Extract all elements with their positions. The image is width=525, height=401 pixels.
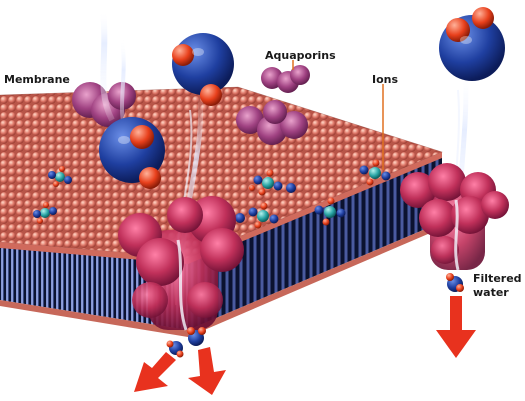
membrane-label: Membrane — [4, 73, 70, 86]
aquaporins-label: Aquaporins — [265, 49, 336, 62]
flow-arrow-right — [188, 347, 226, 395]
water-molecule-small — [187, 327, 206, 346]
aquaporin-front-left — [118, 196, 244, 331]
ion-clusters — [33, 159, 391, 229]
lipid-tails-side — [188, 152, 442, 330]
water-molecule-small — [446, 273, 464, 292]
aquaporin-mid-center — [236, 100, 308, 145]
ion-cluster — [235, 183, 296, 223]
ion-cluster — [33, 202, 57, 224]
ion-cluster — [359, 159, 391, 186]
ion-cluster — [48, 166, 72, 187]
lipid-heads-bottom — [0, 300, 188, 337]
aquaporin-front-right — [400, 163, 509, 271]
lipid-heads-bottom-side — [188, 222, 442, 337]
filtered-water-label-line2: water — [473, 286, 509, 299]
flow-arrow-filtered — [436, 296, 476, 358]
water-molecule-small — [166, 340, 184, 358]
water-molecule-large — [439, 7, 505, 81]
flow-arrow-left — [134, 352, 176, 392]
ion-cluster — [314, 197, 346, 226]
filtered-water-label-line1: Filtered — [473, 272, 522, 285]
ion-cluster — [249, 169, 283, 196]
ion-cluster — [248, 202, 279, 229]
water-molecule-large — [99, 117, 165, 189]
water-molecule-large — [172, 33, 234, 106]
ions-label: Ions — [372, 73, 399, 86]
aquaporin-far-center — [261, 65, 310, 93]
